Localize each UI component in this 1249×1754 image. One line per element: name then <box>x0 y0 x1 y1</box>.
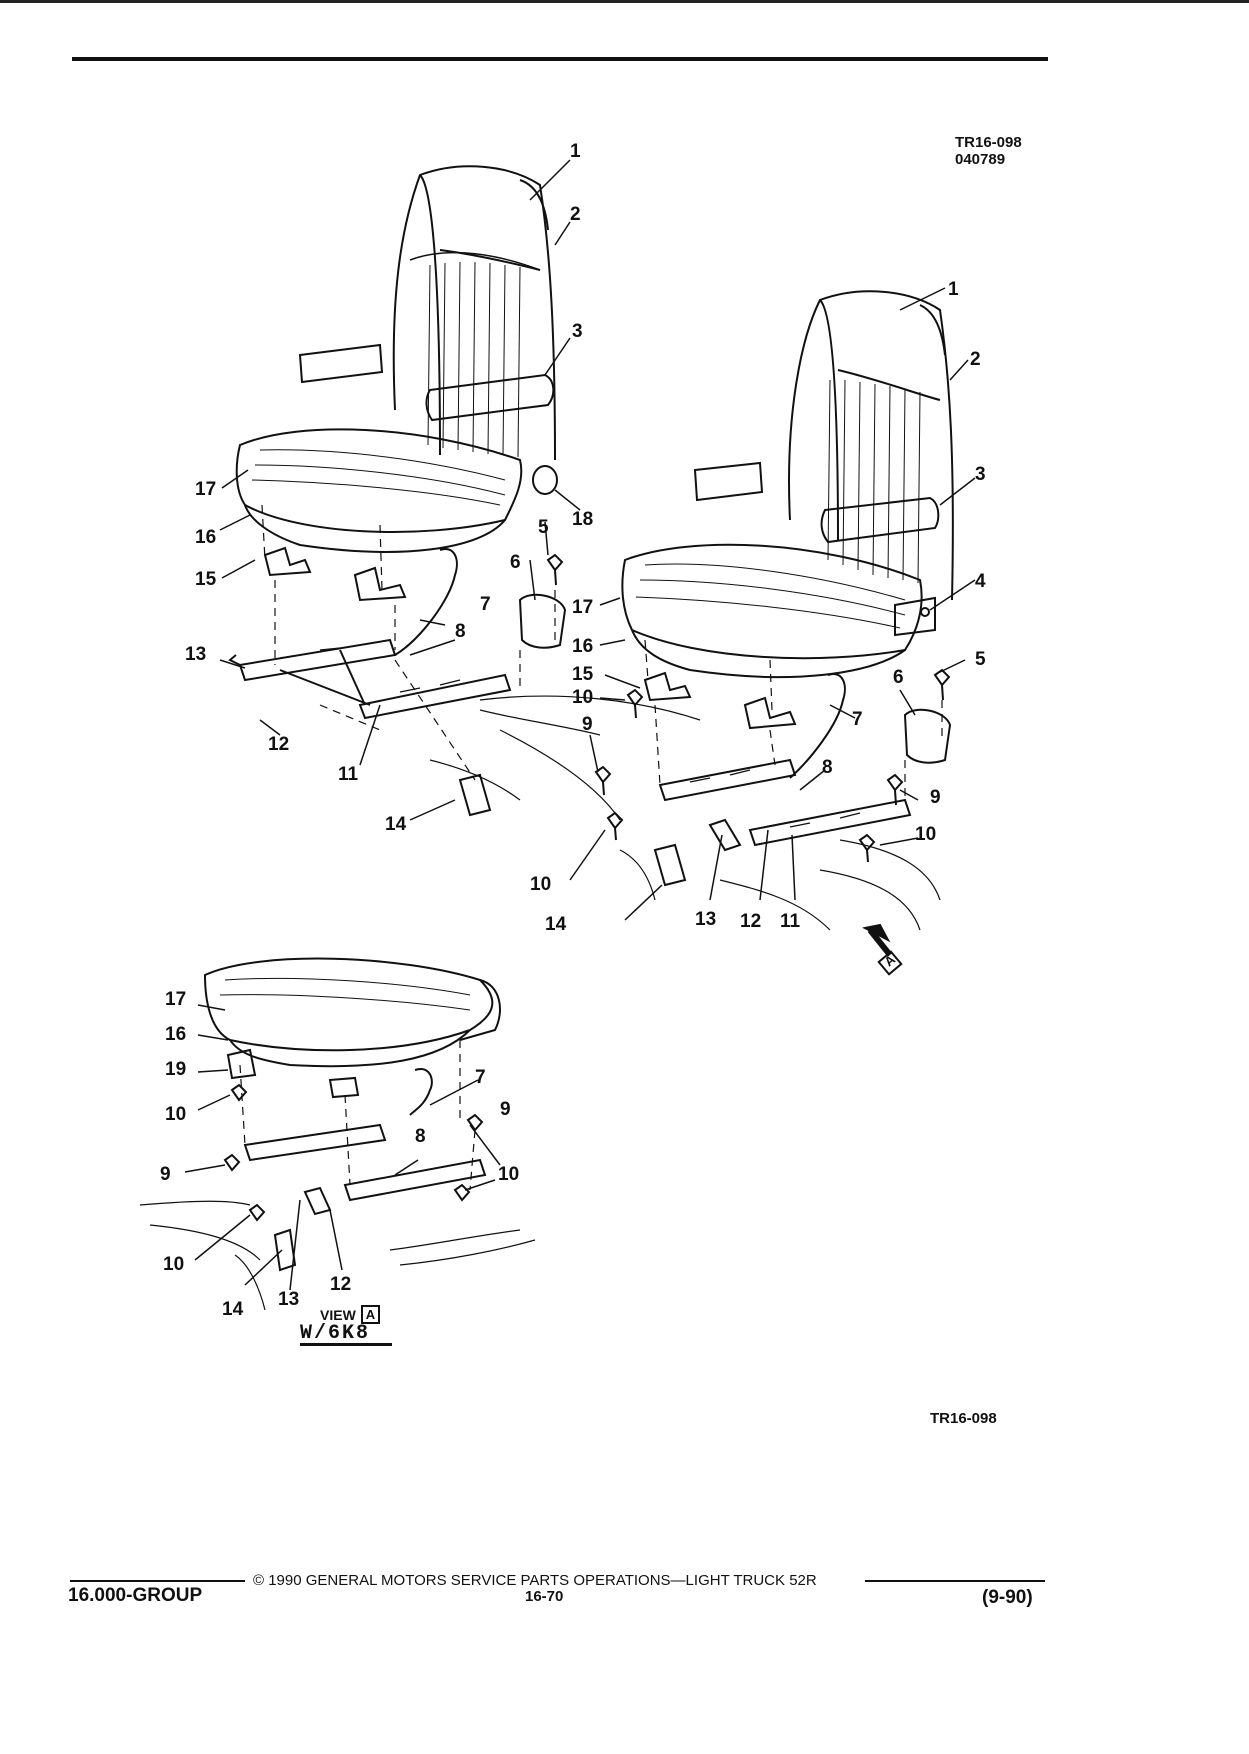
right-seat-drawing <box>479 290 954 976</box>
callout-14-right: 14 <box>545 914 567 935</box>
callout-13-view-a: 13 <box>278 1289 300 1310</box>
callout-12-view-a: 12 <box>330 1274 352 1295</box>
callout-10b-view-a: 10 <box>498 1164 520 1185</box>
callout-12: 12 <box>268 734 290 755</box>
callout-10c-view-a: 10 <box>163 1254 185 1275</box>
callout-17-right: 17 <box>572 597 594 618</box>
callout-14: 14 <box>385 814 407 835</box>
callout-13: 13 <box>185 644 207 665</box>
reference-code-bottom: TR16-098 <box>930 1410 997 1427</box>
callout-9b-right: 9 <box>930 787 941 808</box>
option-code-underline <box>300 1343 392 1346</box>
callout-2: 2 <box>570 204 581 225</box>
callout-5-right: 5 <box>975 649 986 670</box>
callout-8-right: 8 <box>822 757 833 778</box>
callout-15: 15 <box>195 569 217 590</box>
callout-16: 16 <box>195 527 217 548</box>
view-a-drawing <box>139 957 536 1311</box>
callout-7-right: 7 <box>852 709 863 730</box>
callout-10-view-a: 10 <box>165 1104 187 1125</box>
callout-17-view-a: 17 <box>165 989 187 1010</box>
callout-16-view-a: 16 <box>165 1024 187 1045</box>
callout-16-right: 16 <box>572 636 594 657</box>
callout-7-view-a: 7 <box>475 1067 486 1088</box>
callout-3: 3 <box>572 321 583 342</box>
callout-6: 6 <box>510 552 521 573</box>
view-letter-box: A <box>360 1305 381 1324</box>
callout-8: 8 <box>455 621 466 642</box>
callout-8-view-a: 8 <box>415 1126 426 1147</box>
callout-9b-view-a: 9 <box>160 1164 171 1185</box>
callout-11: 11 <box>338 764 359 785</box>
callout-15-right: 15 <box>572 664 594 685</box>
footer-rule-left <box>70 1580 245 1582</box>
footer-revision: (9-90) <box>982 1587 1033 1608</box>
reference-code-top: TR16-098 <box>955 134 1022 151</box>
reference-date: 040789 <box>955 151 1006 168</box>
callout-19-view-a: 19 <box>165 1059 187 1080</box>
callout-10b-right: 10 <box>915 824 937 845</box>
callout-10: 10 <box>530 874 552 895</box>
left-seat-drawing <box>228 165 621 821</box>
callout-2-right: 2 <box>970 349 981 370</box>
callout-11-right: 11 <box>780 911 801 932</box>
callout-9-right: 9 <box>582 714 593 735</box>
header-rule <box>72 57 1048 61</box>
callout-14-view-a: 14 <box>222 1299 244 1320</box>
callout-4-right: 4 <box>975 571 986 592</box>
footer-rule-right <box>865 1580 1045 1582</box>
footer-group: 16.000-GROUP <box>68 1585 203 1606</box>
callout-1-right: 1 <box>948 279 959 300</box>
callout-9-view-a: 9 <box>500 1099 511 1120</box>
callout-5: 5 <box>538 517 549 538</box>
footer-copyright: © 1990 GENERAL MOTORS SERVICE PARTS OPER… <box>253 1572 817 1589</box>
option-code: W/6K8 <box>300 1322 371 1345</box>
callout-10-right: 10 <box>572 687 594 708</box>
callout-7: 7 <box>480 594 491 615</box>
callout-18: 18 <box>572 509 594 530</box>
view-word: VIEW <box>320 1306 356 1323</box>
callout-3-right: 3 <box>975 464 986 485</box>
callout-12-right: 12 <box>740 911 762 932</box>
footer-page-number: 16-70 <box>525 1588 564 1605</box>
view-a-label: VIEW A <box>320 1305 381 1324</box>
leader-lines <box>184 159 976 1291</box>
top-edge-line <box>0 0 1249 3</box>
callout-13-right: 13 <box>695 909 717 930</box>
callout-1: 1 <box>570 141 581 162</box>
callout-6-right: 6 <box>893 667 904 688</box>
callout-17: 17 <box>195 479 217 500</box>
